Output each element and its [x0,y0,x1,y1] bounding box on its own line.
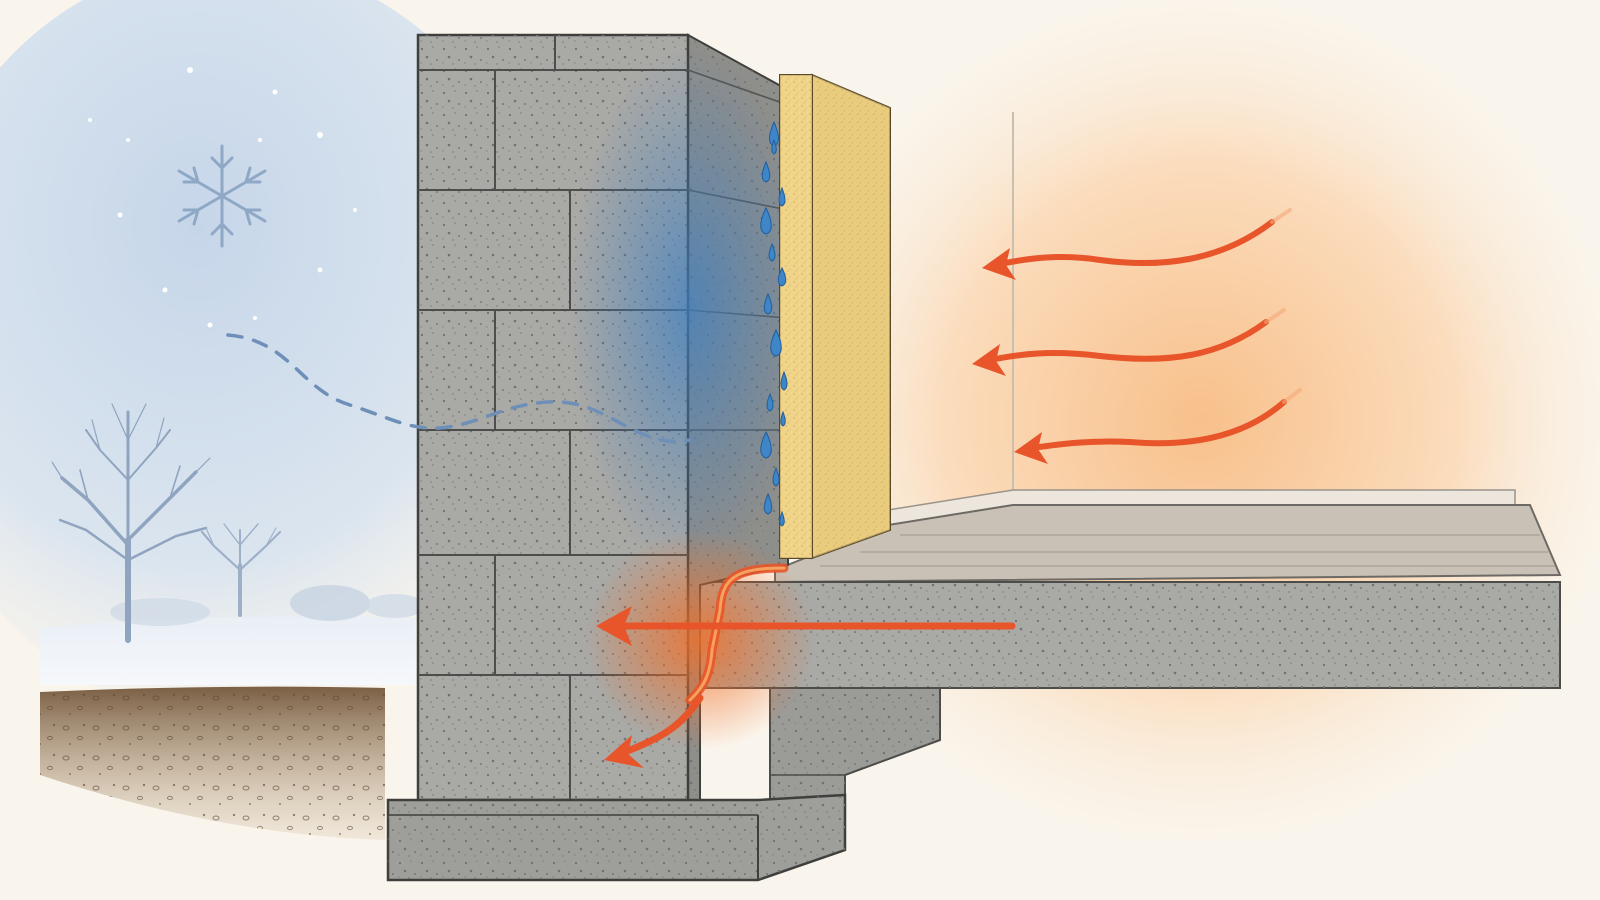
slab-texture [700,582,1560,688]
indoor-heat-arrows [987,219,1287,451]
heat-arrow [997,219,1275,267]
water-drop-icon [770,328,782,357]
bare-tree-icon [51,403,211,643]
thermal-bridge-glow [585,530,815,750]
cold-air-path [226,333,692,444]
condensation-drops [760,120,788,527]
insulation-board [779,73,891,560]
snow-ground [40,616,415,685]
heat-arrow [1029,399,1287,451]
arrowheads [596,606,644,768]
water-drop-icon [771,138,777,155]
water-drop-icon [761,160,771,183]
winter-landscape [40,67,425,685]
arrowhead-icon [596,606,632,646]
thermal-bridge-arrows [618,622,1016,756]
water-drop-icon [768,242,776,262]
arrow-tails [1264,208,1302,404]
water-drop-icon [763,292,773,315]
bare-tree-icon [200,523,282,617]
water-drop-icon [780,410,786,427]
wall-footing [386,793,847,882]
water-drop-icon [763,492,773,515]
water-drop-icon [760,430,772,459]
water-drop-icon [760,206,772,235]
arrowhead-icon [982,248,1016,280]
bush [110,598,210,626]
soil-texture [40,686,385,840]
bush [365,594,425,618]
thermal-bridge-highlight [688,566,786,702]
moisture-zone [570,50,810,570]
arrowhead-icon [1014,432,1048,464]
water-drop-icon [780,370,788,391]
water-drop-icon [778,186,786,207]
heat-arrow [621,694,704,756]
water-drop-icon [777,266,787,287]
water-drop-icon [772,466,780,487]
indoor-arrowheads [972,248,1048,464]
arrowhead-icon [972,344,1006,376]
arrowhead-icon [604,735,644,768]
water-drop-icon [766,392,774,412]
snow-particles [88,67,357,328]
snowflake-icon [177,144,267,248]
bush [290,585,370,621]
heat-arrow [987,319,1269,363]
water-drop-icon [779,510,785,527]
floor-slab [699,504,1562,807]
